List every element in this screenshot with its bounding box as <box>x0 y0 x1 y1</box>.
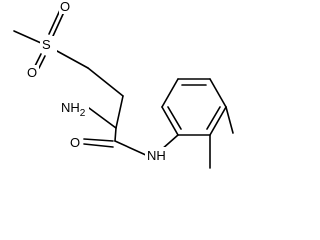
amide-nitrogen-label-bg <box>145 147 167 163</box>
ring-bond-4 <box>209 78 227 108</box>
bond-sulfur-oxygen-bottom-b <box>38 55 46 69</box>
sulfonyl-oxygen-bottom-label: O <box>27 65 37 80</box>
bond-sulfur-oxygen-top-a <box>48 9 61 35</box>
amine-label-subscript: 2 <box>80 108 86 119</box>
carbonyl-oxygen-label-bg <box>67 134 83 150</box>
amine-label-main: NH <box>61 100 80 115</box>
bond-sulfur-ch2 <box>56 50 89 69</box>
molecule-structure: S O O NH2 O NH <box>0 0 234 226</box>
sulfur-atom-label: S <box>42 37 51 52</box>
bond-carbonyl-oxygen-b <box>83 143 114 148</box>
bond-sulfur-oxygen-top-b <box>52 11 65 37</box>
canvas-background <box>0 0 234 226</box>
carbonyl-oxygen-label: O <box>70 135 80 150</box>
oxygen-top-label-bg <box>59 0 72 14</box>
amine-label-bg <box>57 99 89 116</box>
bond-alpha-carbon-amine <box>88 107 117 129</box>
oxygen-bottom-label-bg <box>26 65 39 80</box>
ring-inner-double-2 <box>206 106 221 130</box>
ring-inner-double-3 <box>167 106 182 130</box>
bond-ring-methyl-meta <box>225 106 234 134</box>
bond-sulfur-oxygen-bottom-a <box>34 53 42 67</box>
bond-ch2-alpha-carbon <box>115 95 124 129</box>
ring-bond-5 <box>209 106 227 136</box>
bond-alpha-carbon-carbonyl <box>114 127 117 142</box>
ring-bond-2 <box>161 78 179 108</box>
sulfonyl-oxygen-top-label: O <box>60 0 70 14</box>
amide-nitrogen-label: NH <box>147 148 166 163</box>
bond-carbonyl-oxygen-a <box>83 138 114 142</box>
bond-methyl-sulfur <box>13 30 42 44</box>
sulfur-label-bg <box>40 36 57 53</box>
bond-carbonyl-amide-nitrogen <box>114 140 149 157</box>
bond-ch2-ch2 <box>87 67 124 97</box>
ring-bond-1 <box>161 106 179 136</box>
amine-label: NH2 <box>61 100 86 119</box>
